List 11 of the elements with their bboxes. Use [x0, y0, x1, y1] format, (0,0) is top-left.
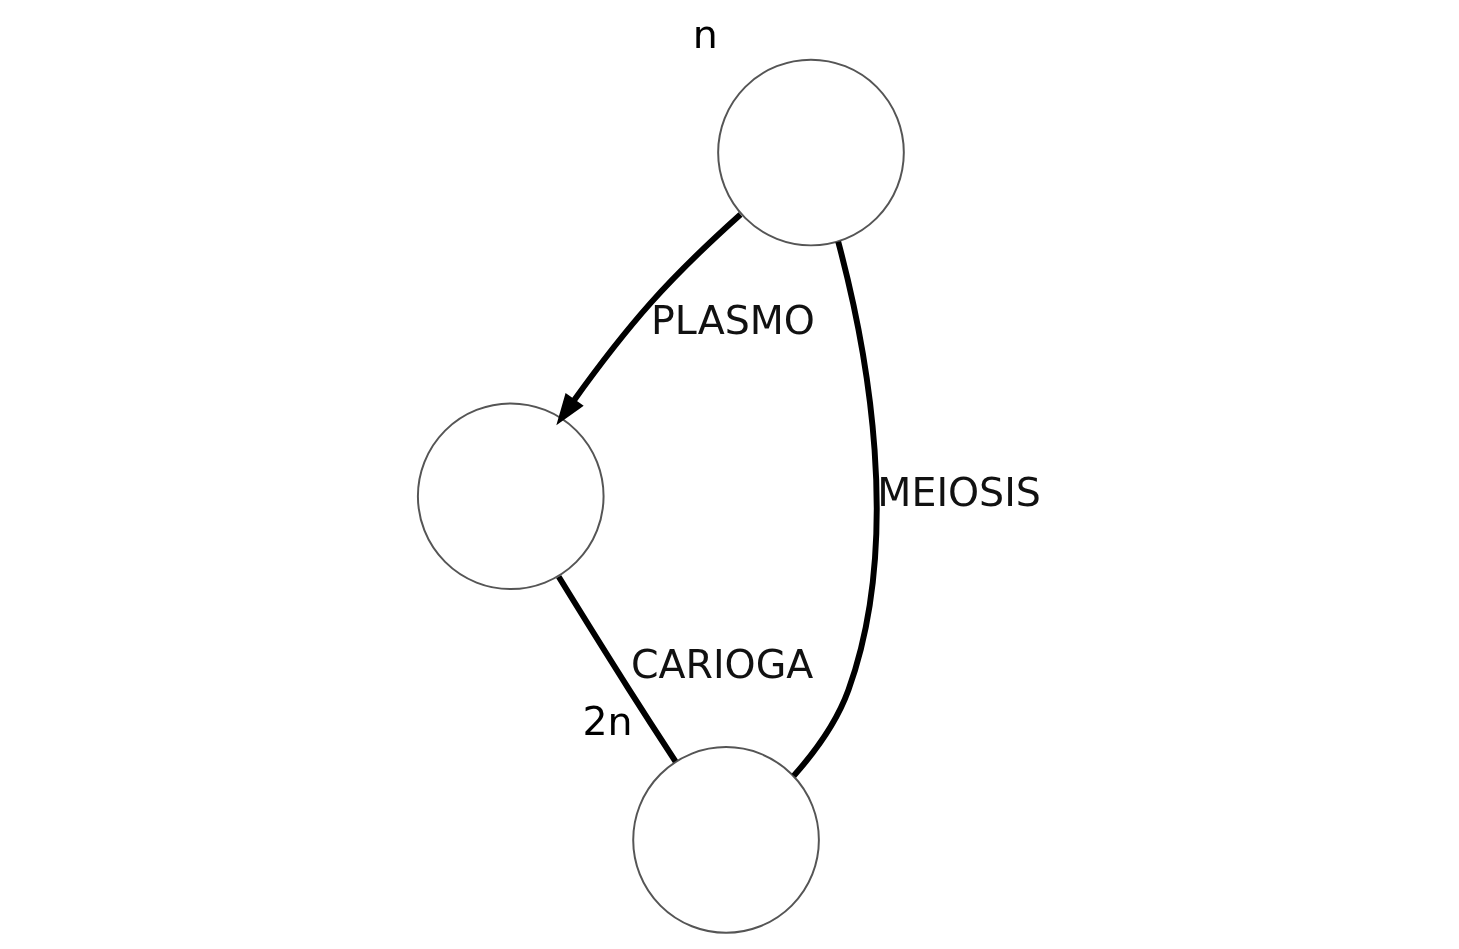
- node-label: 2n: [581, 698, 633, 745]
- node-label: n: [692, 10, 718, 57]
- edge-label: PLASMO: [650, 297, 815, 344]
- node-circle: [716, 58, 905, 247]
- connector: [555, 575, 678, 763]
- node-circle: [416, 402, 605, 591]
- edge-label: CARIOGA: [630, 640, 813, 687]
- edge-label: MEIOSIS: [876, 469, 1041, 516]
- arrow: [555, 212, 742, 426]
- connector: [791, 241, 879, 778]
- node-circle: [631, 746, 820, 934]
